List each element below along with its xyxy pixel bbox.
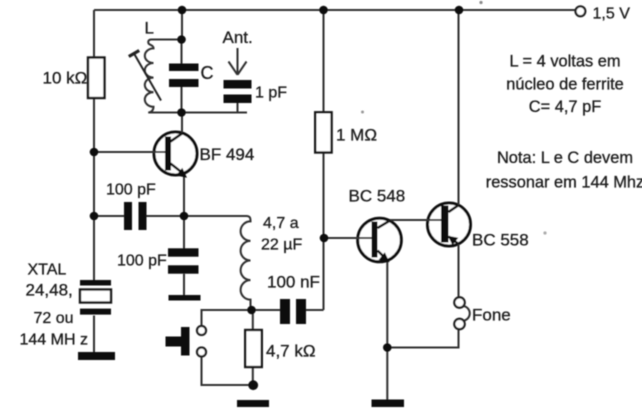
svg-text:BC 558: BC 558 xyxy=(472,231,529,250)
svg-text:Fone: Fone xyxy=(472,306,511,325)
svg-text:1 MΩ: 1 MΩ xyxy=(336,126,377,145)
svg-text:L = 4 voltas em: L = 4 voltas em xyxy=(510,53,621,71)
svg-text:100 pF: 100 pF xyxy=(106,182,156,199)
svg-text:1,5 V: 1,5 V xyxy=(593,6,631,23)
svg-text:Ant.: Ant. xyxy=(223,28,253,47)
svg-text:L: L xyxy=(145,19,154,38)
svg-text:10 kΩ: 10 kΩ xyxy=(43,69,88,88)
svg-text:C: C xyxy=(201,63,214,83)
svg-text:4,7 a: 4,7 a xyxy=(263,215,299,232)
svg-text:XTAL: XTAL xyxy=(28,262,67,279)
svg-text:100 nF: 100 nF xyxy=(267,273,320,292)
svg-text:C= 4,7 pF: C= 4,7 pF xyxy=(529,98,601,116)
svg-text:BC 548: BC 548 xyxy=(349,187,406,206)
svg-text:núcleo de ferrite: núcleo de ferrite xyxy=(506,76,624,94)
svg-text:1 pF: 1 pF xyxy=(255,85,287,102)
svg-text:24,48,: 24,48, xyxy=(26,281,73,300)
svg-text:ressonar em 144 Mhz: ressonar em 144 Mhz xyxy=(486,174,642,192)
svg-text:22 µF: 22 µF xyxy=(261,237,302,254)
svg-text:72 ou: 72 ou xyxy=(34,310,74,327)
svg-text:4,7 kΩ: 4,7 kΩ xyxy=(266,342,316,361)
svg-text:Nota: L e C devem: Nota: L e C devem xyxy=(497,149,633,167)
svg-text:100 pF: 100 pF xyxy=(117,253,167,270)
svg-text:BF 494: BF 494 xyxy=(200,145,255,164)
svg-text:144 MH z: 144 MH z xyxy=(20,332,88,349)
